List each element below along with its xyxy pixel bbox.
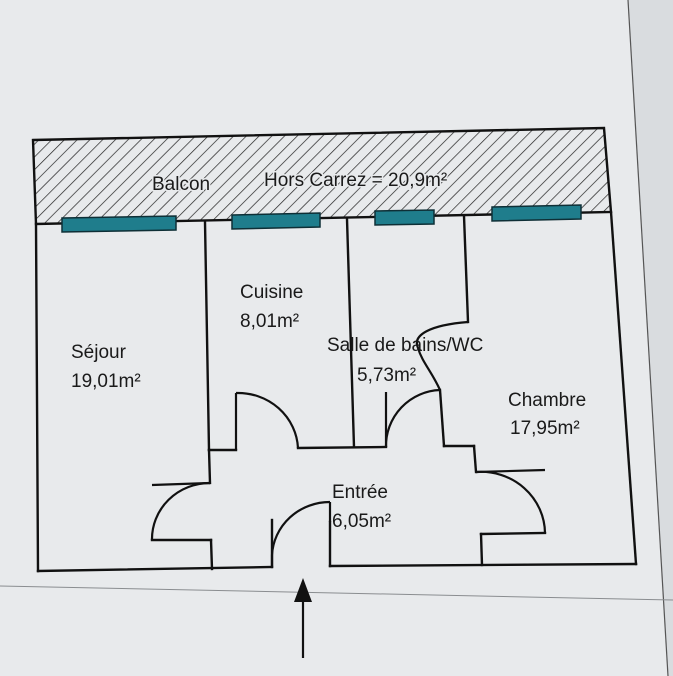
window — [374, 209, 435, 226]
door-sdb-chambre-swing — [415, 320, 469, 391]
paper-border-line — [0, 585, 673, 601]
wall-entree-right-bottom — [479, 532, 484, 567]
wall-sdb-chambre-lower — [438, 388, 446, 448]
doors — [150, 320, 547, 567]
wall-cuisine-bottom-right — [296, 445, 388, 450]
wall-entree-right-stub — [479, 531, 547, 536]
room-name-sdb: Salle de bains/WC — [327, 335, 483, 356]
room-area-sejour: 19,01m² — [71, 371, 141, 392]
wall-entree-left-bottom — [209, 538, 214, 571]
interior-walls — [150, 214, 547, 571]
door-sejour-swing — [150, 481, 211, 541]
door-sdb-swing — [384, 388, 441, 448]
door-cuisine-swing — [235, 391, 300, 449]
door-chambre-swing — [475, 470, 547, 534]
balcony-label: Balcon — [152, 174, 210, 195]
paper-edge — [627, 0, 669, 676]
room-area-cuisine: 8,01m² — [240, 311, 299, 332]
wall-entree-right-top — [472, 444, 478, 474]
wall-sdb-chambre-upper — [462, 214, 470, 324]
wall-left — [34, 222, 40, 573]
room-area-sdb: 5,73m² — [357, 365, 416, 386]
window — [61, 215, 177, 233]
room-name-cuisine: Cuisine — [240, 282, 303, 303]
room-name-entree: Entrée — [332, 482, 388, 503]
window — [231, 212, 321, 230]
wall-right — [609, 210, 638, 566]
door-entry-swing — [270, 500, 331, 567]
windows — [61, 204, 582, 233]
wall-bottom-left — [36, 565, 274, 573]
wall-sejour-cuisine — [203, 220, 211, 452]
room-area-chambre: 17,95m² — [510, 418, 580, 439]
balcony-area-label: Hors Carrez = 20,9m² — [264, 170, 447, 191]
wall-cuisine-sdb — [345, 217, 356, 449]
room-name-sejour: Séjour — [71, 342, 127, 363]
window — [491, 204, 582, 222]
wall-entree-left-top — [207, 448, 212, 485]
room-area-entree: 6,05m² — [332, 511, 391, 532]
room-name-chambre: Chambre — [508, 390, 586, 411]
arrow-up-icon — [294, 578, 312, 658]
